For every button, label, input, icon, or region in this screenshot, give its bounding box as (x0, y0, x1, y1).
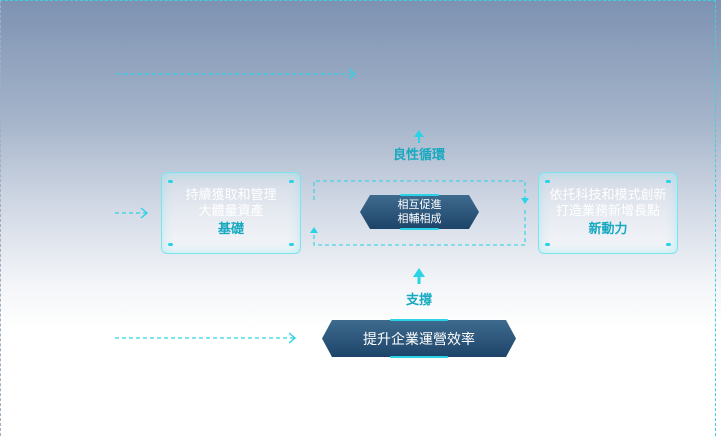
pill-accent-line (390, 356, 448, 358)
foundation-box: 持續獲取和管理 大體量資產 基礎 (161, 172, 301, 254)
dashed-arrow-top (117, 68, 357, 80)
corner-dot-icon (289, 243, 294, 246)
foundation-text-line-1: 持續獲取和管理 (185, 188, 277, 203)
corner-dot-icon (545, 180, 550, 183)
pill-accent-line (400, 228, 439, 230)
dashed-arrow-middle (115, 207, 149, 219)
new-drive-text-line-1: 依托科技和模式創新 (549, 188, 667, 203)
corner-dot-icon (289, 180, 294, 183)
foundation-key-label: 基礎 (217, 222, 244, 237)
corner-dot-icon (168, 180, 173, 183)
mutual-promotion-line-2: 相輔相成 (397, 212, 442, 225)
up-arrow-support (413, 268, 425, 284)
pill-accent-line (390, 319, 448, 321)
efficiency-pill-label: 提升企業運營效率 (363, 331, 475, 348)
efficiency-pill: 提升企業運營效率 (322, 320, 516, 357)
cycle-loop (310, 180, 529, 246)
new-drive-key-label: 新動力 (588, 222, 628, 237)
new-drive-text-line-2: 打造業務新增長點 (555, 204, 660, 219)
pill-accent-line (400, 194, 439, 196)
corner-dot-icon (168, 243, 173, 246)
up-arrow-top (414, 130, 424, 143)
virtuous-cycle-label: 良性循環 (392, 148, 445, 163)
mutual-promotion-line-1: 相互促進 (397, 198, 442, 211)
corner-dot-icon (666, 243, 671, 246)
foundation-text-line-2: 大體量資產 (198, 204, 264, 219)
mutual-promotion-pill: 相互促進 相輔相成 (360, 195, 479, 229)
corner-dot-icon (666, 180, 671, 183)
support-label: 支撐 (405, 293, 432, 308)
dashed-arrow-bottom (115, 332, 297, 344)
corner-dot-icon (545, 243, 550, 246)
new-drive-box: 依托科技和模式創新 打造業務新增長點 新動力 (538, 172, 678, 254)
